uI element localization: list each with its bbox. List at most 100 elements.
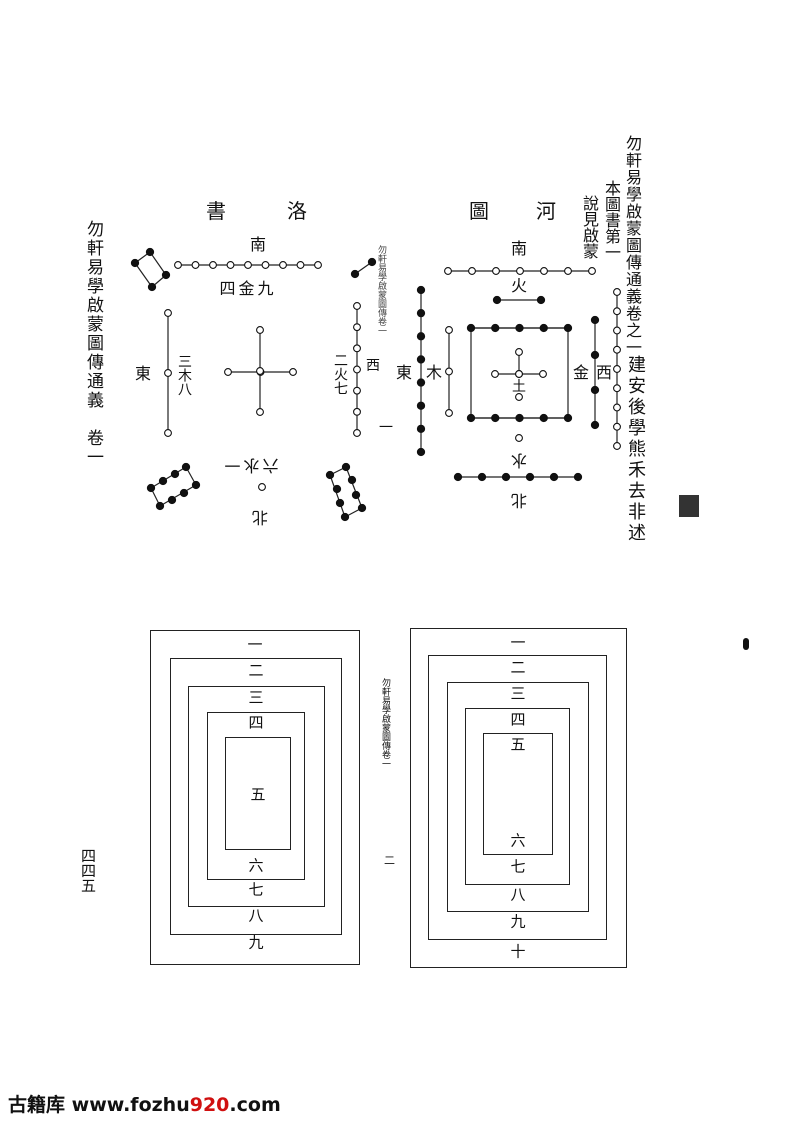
luoshu-south: 南 bbox=[249, 235, 267, 254]
connector-line bbox=[134, 262, 153, 288]
yin-dot bbox=[350, 269, 360, 279]
nested-left-label: 五 bbox=[247, 787, 269, 803]
yang-dot bbox=[445, 409, 453, 417]
yang-dot bbox=[353, 365, 361, 374]
yin-dot bbox=[130, 258, 140, 268]
yang-dot bbox=[613, 345, 621, 354]
connector-line bbox=[159, 484, 197, 507]
hetu-earth: 土 bbox=[512, 379, 526, 395]
nested-right-label: 六 bbox=[507, 833, 529, 849]
margin-title-lower: 勿軒易學啟蒙圖傳卷一 bbox=[380, 678, 390, 768]
yang-dot bbox=[191, 261, 200, 269]
yang-dot bbox=[289, 368, 297, 376]
yang-dot bbox=[613, 442, 621, 450]
yin-dot bbox=[167, 495, 177, 505]
yin-dot bbox=[161, 270, 171, 280]
yin-dot bbox=[367, 257, 377, 267]
yang-dot bbox=[613, 307, 621, 316]
yin-dot bbox=[590, 315, 600, 325]
yin-dot bbox=[347, 475, 357, 485]
yin-dot bbox=[155, 501, 165, 511]
yin-dot bbox=[491, 413, 500, 423]
yin-dot bbox=[191, 480, 201, 490]
yang-dot bbox=[353, 323, 361, 332]
yin-dot bbox=[340, 512, 350, 522]
nested-left-label: 三 bbox=[245, 690, 267, 706]
yang-dot bbox=[224, 368, 232, 376]
luoshu-east: 東 bbox=[134, 364, 152, 383]
yang-dot bbox=[491, 370, 499, 378]
yang-dot bbox=[261, 261, 270, 269]
yin-dot bbox=[466, 413, 476, 423]
yang-dot bbox=[613, 365, 621, 373]
yang-dot bbox=[515, 348, 523, 356]
yin-dot bbox=[563, 413, 573, 423]
yang-dot bbox=[353, 302, 361, 310]
yin-dot bbox=[492, 295, 502, 305]
luoshu-title-luo: 洛 bbox=[287, 199, 307, 223]
section-note: 說見啟蒙 bbox=[580, 195, 599, 259]
yang-dot bbox=[445, 326, 453, 334]
yin-dot bbox=[146, 483, 156, 493]
yang-dot bbox=[588, 267, 596, 275]
nested-right-label: 一 bbox=[507, 635, 529, 651]
yang-dot bbox=[256, 408, 264, 416]
yin-dot bbox=[335, 498, 345, 508]
luoshu-bottom-label: 六水一 bbox=[221, 456, 279, 475]
hetu-west: 西 bbox=[595, 363, 613, 382]
yang-dot bbox=[539, 370, 547, 378]
yin-dot bbox=[357, 503, 367, 513]
yin-dot bbox=[477, 472, 487, 482]
nested-right-label: 十 bbox=[507, 944, 529, 960]
yang-dot bbox=[174, 261, 182, 269]
hetu-north: 北 bbox=[510, 491, 528, 510]
author-line: 建安後學熊禾去非述 bbox=[625, 355, 646, 544]
yang-dot bbox=[353, 429, 361, 437]
yin-dot bbox=[416, 308, 426, 318]
section-title: 本圖書第一 bbox=[602, 180, 621, 260]
yang-dot bbox=[515, 370, 523, 378]
yin-dot bbox=[515, 413, 524, 423]
yin-dot bbox=[179, 488, 189, 498]
hetu-wood: 木 bbox=[425, 363, 443, 382]
luoshu-top-label: 四金九 bbox=[219, 279, 277, 298]
yin-dot bbox=[416, 355, 426, 364]
yin-dot bbox=[416, 447, 426, 457]
yang-dot bbox=[353, 386, 361, 395]
yang-dot bbox=[516, 267, 524, 275]
margin-title: 勿軒易學啟蒙圖傳卷一 bbox=[376, 245, 386, 335]
yin-dot bbox=[181, 462, 191, 472]
yin-dot bbox=[590, 385, 600, 395]
nested-left-label: 二 bbox=[245, 663, 267, 679]
yin-dot bbox=[466, 323, 476, 333]
yin-dot bbox=[539, 413, 548, 423]
yin-dot bbox=[416, 285, 426, 295]
yang-dot bbox=[353, 344, 361, 353]
nested-left-label: 四 bbox=[245, 715, 267, 731]
yin-dot bbox=[549, 472, 559, 482]
yang-dot bbox=[445, 367, 453, 376]
watermark: 古籍库 www.fozhu920.com bbox=[8, 1090, 281, 1117]
nested-left-label: 一 bbox=[244, 637, 266, 653]
yang-dot bbox=[468, 267, 476, 275]
hetu-metal: 金 bbox=[572, 363, 590, 382]
yin-dot bbox=[325, 470, 335, 480]
yin-dot bbox=[539, 323, 548, 333]
nested-left-label: 九 bbox=[245, 935, 267, 951]
hetu-fire: 火 bbox=[510, 276, 528, 295]
yin-dot bbox=[416, 424, 426, 434]
yang-dot bbox=[540, 267, 548, 275]
luoshu-title-shu: 書 bbox=[206, 199, 226, 223]
yang-dot bbox=[613, 422, 621, 431]
yin-dot bbox=[332, 484, 342, 494]
luoshu-left-label: 三木八 bbox=[176, 354, 192, 396]
yin-dot bbox=[525, 472, 535, 482]
yang-dot bbox=[515, 434, 523, 442]
connector-line bbox=[329, 474, 346, 518]
nested-right-label: 八 bbox=[507, 887, 529, 903]
yang-dot bbox=[226, 261, 235, 269]
yang-dot bbox=[564, 267, 572, 275]
yang-dot bbox=[353, 407, 361, 416]
side-title: 勿軒易學啟蒙圖傳通義 卷一 bbox=[83, 220, 103, 467]
